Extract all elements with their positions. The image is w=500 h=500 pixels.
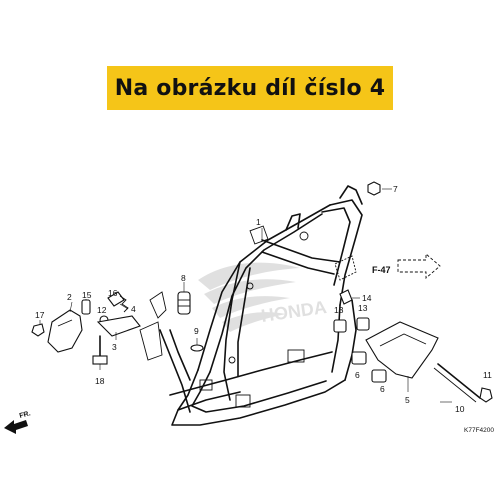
- callout-leaders: [39, 228, 452, 403]
- honda-wing-watermark: HONDA: [198, 262, 328, 332]
- callout-17: 17: [35, 310, 45, 320]
- callout-10: 10: [455, 404, 465, 414]
- nut-part-7: [367, 181, 392, 196]
- part-number-banner: Na obrázku díl číslo 4: [107, 66, 393, 110]
- engine-hanger-part-5: [351, 321, 439, 383]
- diagram-code: K77F4200: [464, 427, 494, 434]
- callout-8: 8: [181, 273, 186, 283]
- callout-11: 11: [483, 370, 492, 380]
- washer-part-9: [190, 338, 204, 352]
- callout-15: 15: [82, 290, 92, 300]
- reference-label: F-47: [372, 265, 391, 275]
- rubber-part-13: [333, 317, 370, 333]
- callout-16: 16: [108, 288, 118, 298]
- callout-14: 14: [362, 293, 372, 303]
- bolt-part-10: [433, 363, 481, 403]
- spring-part-4: [119, 295, 129, 313]
- callout-18: 18: [95, 376, 105, 386]
- stand-bracket-part-2: [47, 309, 83, 353]
- callout-labels: 1 2 3 4 5 6 6 7 8 9 10 11 12 13 13 14 15…: [35, 184, 492, 414]
- bracket-part-14: [339, 289, 360, 305]
- callout-13b: 13: [358, 303, 368, 313]
- lever-part-3: [96, 315, 141, 337]
- callout-12: 12: [97, 305, 107, 315]
- banner-text: Na obrázku díl číslo 4: [114, 75, 386, 101]
- clip-part-16: [107, 291, 125, 307]
- callout-6b: 6: [380, 384, 385, 394]
- callout-9: 9: [194, 326, 199, 336]
- reference-f47: [334, 253, 441, 281]
- front-direction-indicator: FR.: [4, 410, 31, 434]
- collar-part-15: [81, 299, 91, 315]
- cushion-part-8: [177, 291, 191, 315]
- callout-7: 7: [393, 184, 398, 194]
- callout-4: 4: [131, 304, 136, 314]
- callout-3: 3: [112, 342, 117, 352]
- callout-2: 2: [67, 292, 72, 302]
- callout-5: 5: [405, 395, 410, 405]
- callout-13a: 13: [334, 305, 344, 315]
- bolt-part-11: [479, 387, 493, 403]
- bolt-part-17: [31, 323, 45, 337]
- callout-1: 1: [256, 217, 261, 227]
- front-label: FR.: [19, 410, 32, 420]
- main-frame: [139, 185, 363, 426]
- bolt-part-18: [92, 335, 108, 365]
- callout-6a: 6: [355, 370, 360, 380]
